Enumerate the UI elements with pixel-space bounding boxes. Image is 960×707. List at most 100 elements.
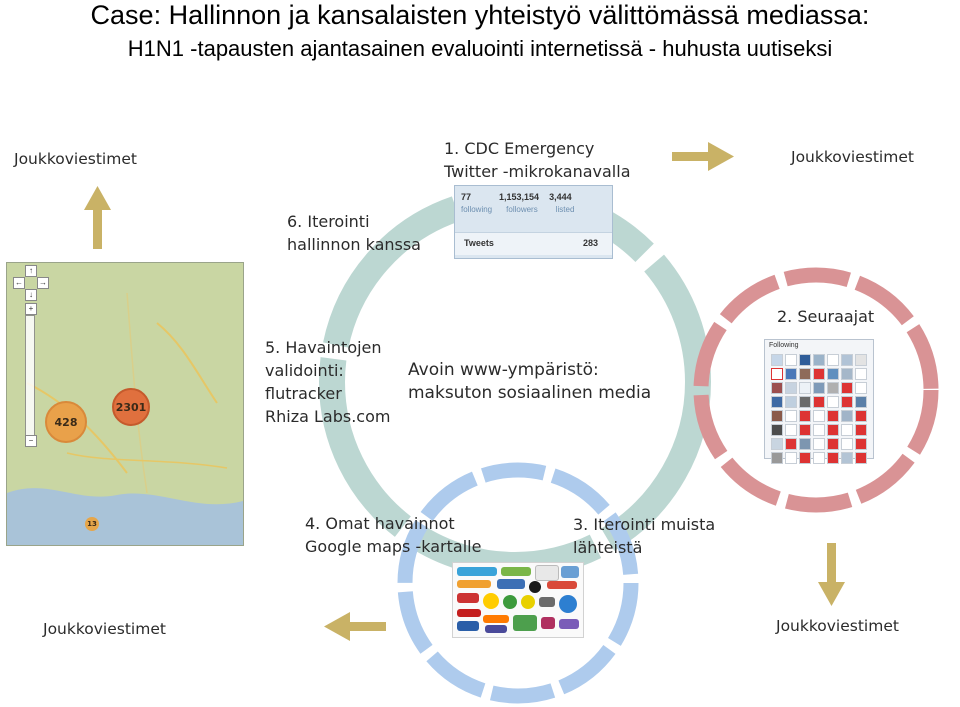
follower-avatar: [827, 424, 839, 436]
tweets-label: Tweets: [464, 238, 494, 248]
center-caption-line: maksuton sosiaalinen media: [408, 383, 652, 403]
following-label: following: [461, 205, 493, 214]
follower-avatar: [813, 396, 825, 408]
follower-avatar: [841, 354, 853, 366]
social-logo: [457, 567, 497, 576]
step-1-label: 1. CDC Emergency Twitter -mikrokanavalla: [444, 137, 631, 183]
follower-avatar: [855, 396, 867, 408]
follower-avatar: [785, 396, 797, 408]
follower-avatar: [785, 410, 797, 422]
follower-avatar: [799, 354, 811, 366]
step-5-line: Rhiza Labs.com: [265, 407, 391, 426]
follower-avatar: [855, 410, 867, 422]
arrow-left-icon: [324, 612, 386, 641]
follower-avatar: [813, 410, 825, 422]
follower-avatar: [855, 438, 867, 450]
follower-avatar: [813, 368, 825, 380]
arrow-right-icon: [672, 142, 734, 171]
follower-avatar: [841, 382, 853, 394]
social-logo: [559, 619, 579, 629]
zoom-in-button[interactable]: +: [25, 303, 37, 315]
follower-avatar: [771, 382, 783, 394]
step-3-line: lähteistä: [573, 538, 643, 557]
follower-avatar: [827, 354, 839, 366]
step-4-line: Google maps -kartalle: [305, 537, 482, 556]
follower-avatar: [785, 438, 797, 450]
follower-avatar: [827, 452, 839, 464]
social-logo: [457, 593, 479, 603]
follower-avatar: [855, 368, 867, 380]
follower-avatar: [771, 396, 783, 408]
follower-avatar: [827, 396, 839, 408]
center-caption: Avoin www-ympäristö: maksuton sosiaaline…: [408, 359, 651, 405]
followers-label: followers: [506, 205, 538, 214]
pan-up-button[interactable]: ↑: [25, 265, 37, 277]
follower-avatar: [841, 452, 853, 464]
follower-avatar: [785, 382, 797, 394]
follower-avatar: [827, 438, 839, 450]
social-logo: [501, 567, 531, 576]
follower-avatar: [799, 382, 811, 394]
google-map-panel: ↑ ← → ↓ + − 428 2301 13: [6, 262, 244, 546]
follower-avatar: [799, 410, 811, 422]
zoom-out-button[interactable]: −: [25, 435, 37, 447]
step-1-line: 1. CDC Emergency: [444, 139, 595, 158]
pan-down-button[interactable]: ↓: [25, 289, 37, 301]
map-cluster-marker[interactable]: 13: [85, 517, 99, 531]
follower-avatar: [827, 382, 839, 394]
social-logo: [503, 595, 517, 609]
following-avatar-grid: [771, 354, 869, 464]
pan-left-button[interactable]: ←: [13, 277, 25, 289]
step-6-line: hallinnon kanssa: [287, 235, 421, 254]
following-header: Following: [769, 342, 799, 349]
step-6-line: 6. Iterointi: [287, 212, 370, 231]
social-logo: [457, 621, 479, 631]
follower-avatar: [771, 368, 783, 380]
listed-label: listed: [555, 205, 575, 214]
step-5-label: 5. Havaintojen validointi: flutracker Rh…: [265, 336, 390, 428]
followers-count: 1,153,154: [499, 192, 540, 202]
follower-avatar: [841, 396, 853, 408]
step-2-line: 2. Seuraajat: [777, 307, 875, 326]
map-cluster-marker[interactable]: 428: [45, 401, 87, 443]
social-logo: [483, 593, 499, 609]
step-4-line: 4. Omat havainnot: [305, 514, 455, 533]
follower-avatar: [771, 452, 783, 464]
social-logo: [513, 615, 537, 631]
follower-avatar: [855, 382, 867, 394]
media-output-label: Joukkoviestimet: [791, 148, 914, 166]
listed-count: 3,444: [549, 192, 572, 202]
follower-avatar: [785, 368, 797, 380]
slide-subtitle: H1N1 -tapausten ajantasainen evaluointi …: [127, 36, 833, 61]
follower-avatar: [827, 368, 839, 380]
follower-avatar: [841, 424, 853, 436]
zoom-slider[interactable]: [25, 315, 35, 437]
social-logo: [497, 579, 525, 589]
step-2-label: 2. Seuraajat: [777, 305, 874, 328]
social-logo: [535, 565, 559, 581]
follower-avatar: [855, 354, 867, 366]
step-3-label: 3. Iterointi muista lähteistä: [573, 513, 715, 559]
slide-title: Case: Hallinnon ja kansalaisten yhteisty…: [90, 0, 870, 30]
follower-avatar: [771, 438, 783, 450]
follower-avatar: [771, 354, 783, 366]
social-logo: [529, 581, 541, 593]
tweets-count: 283: [582, 238, 598, 248]
other-sources-logos-panel: [452, 562, 584, 638]
follower-avatar: [813, 438, 825, 450]
follower-avatar: [813, 382, 825, 394]
follower-avatar: [855, 452, 867, 464]
social-logo: [521, 595, 535, 609]
social-logo: [561, 566, 579, 578]
following-grid-panel: Following: [764, 339, 874, 464]
follower-avatar: [771, 424, 783, 436]
pan-right-button[interactable]: →: [37, 277, 49, 289]
step-5-line: 5. Havaintojen: [265, 338, 382, 357]
step-5-line: flutracker: [265, 384, 342, 403]
follower-avatar: [799, 424, 811, 436]
follower-avatar: [799, 452, 811, 464]
social-logo: [539, 597, 555, 607]
follower-avatar: [841, 438, 853, 450]
media-output-label: Joukkoviestimet: [14, 150, 137, 168]
map-cluster-marker[interactable]: 2301: [112, 388, 150, 426]
